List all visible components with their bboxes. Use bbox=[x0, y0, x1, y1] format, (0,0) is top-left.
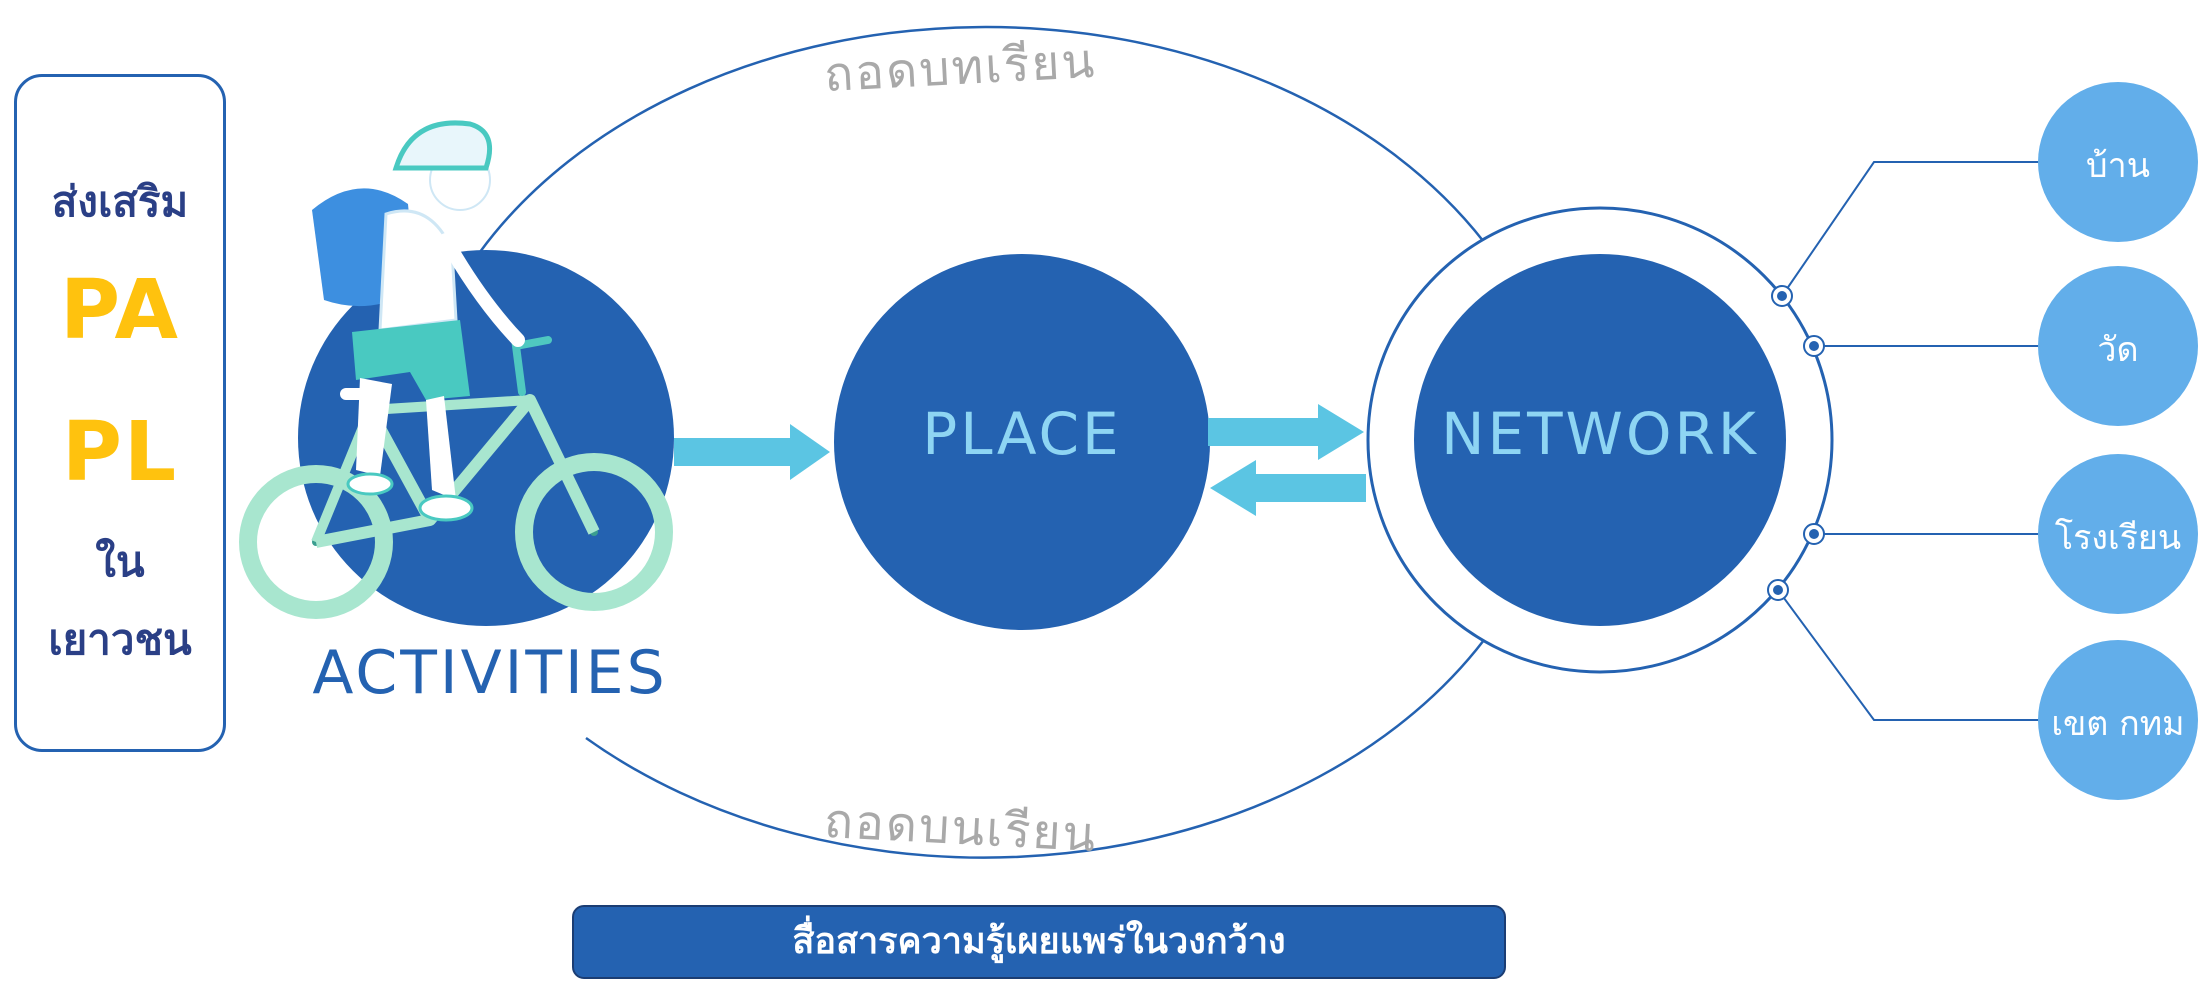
school-circle bbox=[2038, 454, 2198, 614]
activities-label: ACTIVITIES bbox=[312, 638, 668, 708]
promo-line-pa: PA bbox=[59, 263, 181, 358]
promo-line-promote: ส่งเสริม bbox=[51, 177, 189, 226]
network-link-school: โรงเรียน bbox=[2054, 518, 2182, 558]
arrow-place-to-network bbox=[1208, 404, 1364, 460]
loop-label-bottom: ถอดบนเรียน bbox=[822, 792, 1099, 864]
promo-line-pl: PL bbox=[61, 405, 179, 500]
loop-label-top: ถอดบทเรียน bbox=[822, 32, 1098, 104]
connector-dot-home bbox=[1771, 285, 1793, 307]
arrow-activities-to-place bbox=[674, 424, 830, 480]
promo-line-in: ใน bbox=[95, 537, 145, 586]
loop-ellipse-top bbox=[478, 25, 1485, 253]
network-link-district: เขต กทม bbox=[2051, 704, 2185, 744]
network-label: NETWORK bbox=[1441, 400, 1759, 468]
district-circle bbox=[2038, 640, 2198, 800]
home-circle bbox=[2038, 82, 2198, 242]
network-link-home: บ้าน bbox=[2086, 146, 2150, 186]
promo-line-youth: เยาวชน bbox=[48, 615, 192, 664]
left-promo-box: ส่งเสริม PA PL ใน เยาวชน bbox=[14, 74, 226, 752]
connector-district bbox=[1777, 589, 2040, 721]
place-label: PLACE bbox=[922, 400, 1122, 468]
connector-dot-district bbox=[1767, 579, 1789, 601]
network-circle bbox=[1414, 254, 1786, 626]
dissemination-banner: สื่อสารความรู้เผยแพร่ในวงกว้าง bbox=[572, 905, 1506, 979]
arrow-network-to-place bbox=[1210, 460, 1366, 516]
network-link-temple: วัด bbox=[2097, 330, 2139, 370]
connector-home bbox=[1781, 161, 2040, 297]
loop-ellipse-bottom bbox=[585, 639, 1485, 859]
connector-dot-school bbox=[1803, 523, 1825, 545]
place-circle bbox=[834, 254, 1210, 630]
cyclist-illustration bbox=[239, 120, 673, 619]
connector-dot-temple bbox=[1803, 335, 1825, 357]
temple-circle bbox=[2038, 266, 2198, 426]
